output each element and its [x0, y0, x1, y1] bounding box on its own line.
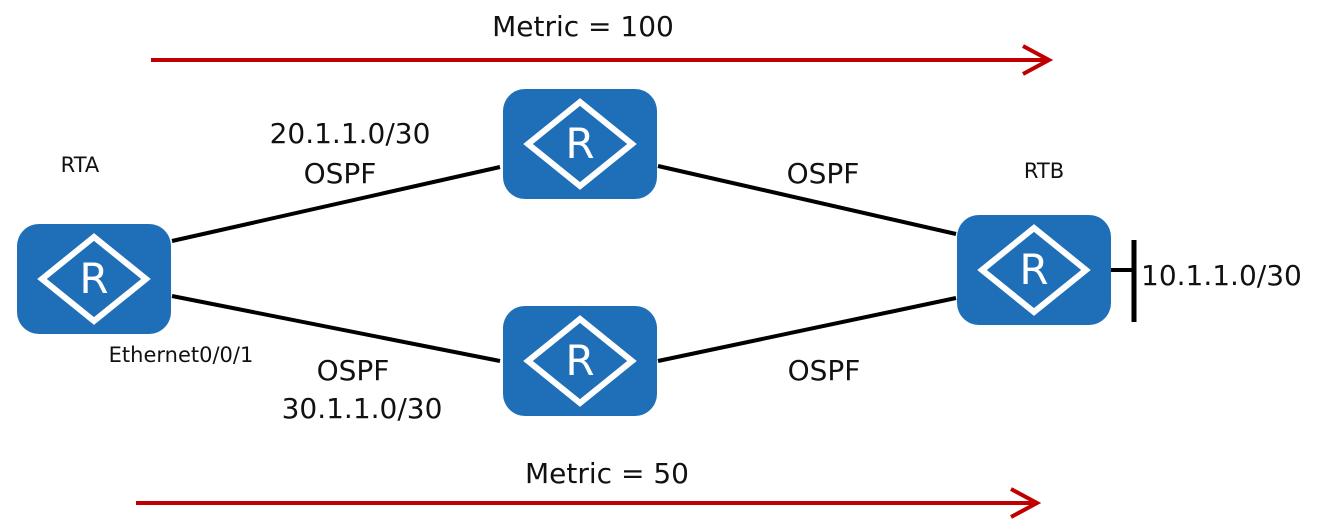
- metric-label-top: Metric = 100: [492, 10, 674, 43]
- link-rta-lower: [171, 294, 501, 363]
- subnet-label-lower: 30.1.1.0/30: [282, 392, 443, 425]
- router-icon: [957, 215, 1111, 325]
- router-icon: [17, 224, 171, 334]
- subnet-label-upper: 20.1.1.0/30: [270, 117, 431, 150]
- protocol-label-upper-left: OSPF: [304, 157, 377, 190]
- router-icon: [503, 89, 657, 199]
- protocol-label-lower-right: OSPF: [788, 354, 861, 387]
- router-upper[interactable]: [503, 89, 657, 199]
- metric-arrow-top: [151, 44, 1054, 76]
- router-icon: [503, 306, 657, 416]
- protocol-label-upper-right: OSPF: [787, 157, 860, 190]
- metric-arrow-bottom: [136, 487, 1042, 519]
- metric-label-bottom: Metric = 50: [525, 457, 689, 490]
- interface-label-rta: Ethernet0/0/1: [109, 343, 254, 367]
- link-lower-rtb: [657, 296, 957, 363]
- router-lower[interactable]: [503, 306, 657, 416]
- router-label-rta: RTA: [61, 153, 100, 177]
- link-rta-upper: [171, 165, 501, 243]
- link-upper-rtb: [657, 164, 957, 236]
- protocol-label-lower-left: OSPF: [317, 354, 390, 387]
- network-label-rtb: 10.1.1.0/30: [1141, 259, 1302, 292]
- router-rta[interactable]: [17, 224, 171, 334]
- router-label-rtb: RTB: [1024, 159, 1064, 183]
- router-rtb[interactable]: [957, 215, 1111, 325]
